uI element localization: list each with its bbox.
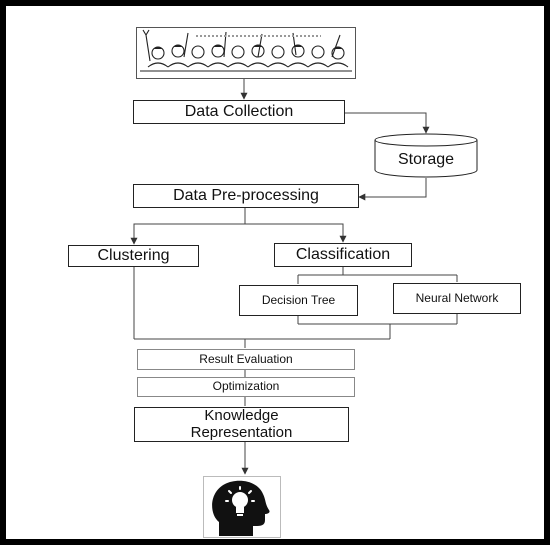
result-evaluation-label: Result Evaluation	[199, 351, 293, 366]
storage-cylinder: Storage	[374, 133, 478, 178]
data-collection-label: Data Collection	[184, 103, 294, 121]
neural-network-label: Neural Network	[415, 290, 499, 305]
classification-label: Classification	[295, 246, 391, 264]
knowledge-label-line1: Knowledge	[204, 407, 279, 424]
decision-tree-label: Decision Tree	[261, 292, 336, 307]
students-illustration	[136, 27, 356, 79]
decision-tree-box: Decision Tree	[239, 285, 358, 316]
arrow-collection-to-storage	[344, 112, 430, 134]
data-collection-box: Data Collection	[133, 100, 345, 124]
arrow-storage-to-preprocessing	[358, 178, 427, 201]
clustering-box: Clustering	[68, 245, 199, 267]
data-preprocessing-label: Data Pre-processing	[173, 187, 319, 205]
storage-label: Storage	[398, 151, 454, 168]
classification-box: Classification	[274, 243, 412, 267]
knowledge-label-line2: Representation	[190, 423, 293, 441]
arrow-preprocessing-to-classification	[245, 223, 347, 243]
data-preprocessing-box: Data Pre-processing	[133, 184, 359, 208]
optimization-box: Optimization	[137, 377, 355, 397]
head-with-lightbulb-icon	[203, 476, 281, 538]
knowledge-representation-box: Knowledge Representation	[134, 407, 349, 442]
optimization-label: Optimization	[212, 379, 280, 394]
neural-network-box: Neural Network	[393, 283, 521, 314]
arrow-preprocessing-to-clustering	[130, 207, 246, 245]
result-evaluation-box: Result Evaluation	[137, 349, 355, 370]
clustering-label: Clustering	[97, 247, 170, 265]
